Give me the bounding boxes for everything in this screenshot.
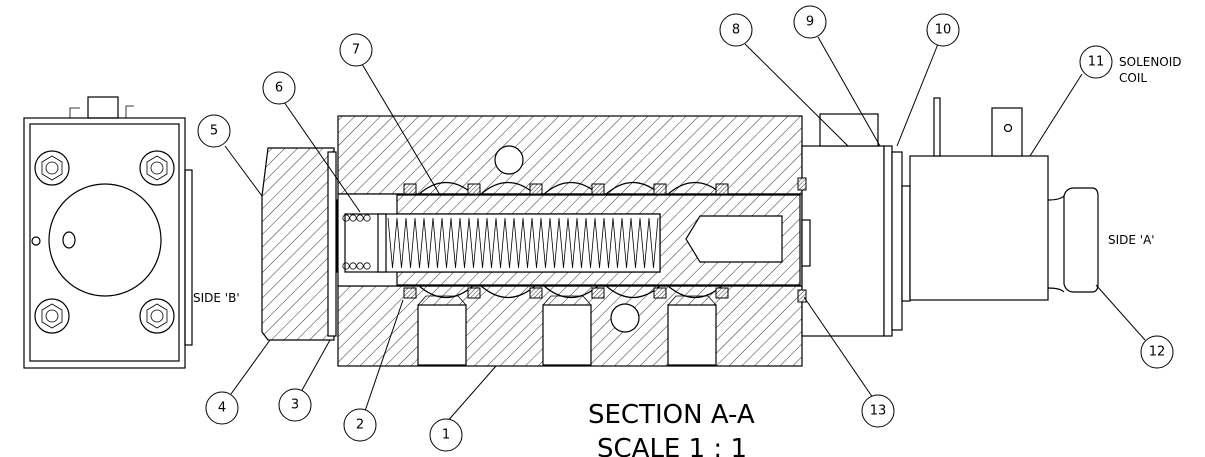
- o-ring: [403, 183, 417, 195]
- spring: [387, 217, 659, 269]
- section-view: [261, 97, 1099, 367]
- balloon-10: 10: [926, 13, 960, 47]
- end-cap-circle: [48, 183, 162, 297]
- adapter-block: [801, 145, 885, 337]
- side-b-label: SIDE 'B': [193, 291, 240, 305]
- section-scale: SCALE 1 : 1: [597, 434, 747, 457]
- solenoid-label-line2: COIL: [1119, 71, 1147, 85]
- o-ring: [715, 183, 729, 195]
- o-ring: [467, 287, 481, 299]
- side-a-label: SIDE 'A': [1108, 233, 1155, 247]
- solenoid-coil: [901, 97, 1065, 302]
- balloon-2: 2: [343, 408, 377, 442]
- balloon-5: 5: [197, 114, 231, 148]
- screw-bottom-right: [139, 298, 175, 334]
- o-ring: [529, 287, 543, 299]
- svg-text:11: 11: [1088, 55, 1105, 70]
- balloon-1: 1: [429, 418, 463, 452]
- svg-text:1: 1: [442, 428, 450, 443]
- balloon-4: 4: [205, 391, 239, 425]
- svg-text:2: 2: [356, 418, 364, 433]
- svg-text:8: 8: [732, 23, 740, 38]
- screw-top-left: [34, 150, 70, 186]
- svg-text:13: 13: [870, 404, 887, 419]
- screw-bottom-left: [34, 298, 70, 334]
- section-title: SECTION A-A: [588, 400, 755, 430]
- o-ring: [653, 183, 667, 195]
- svg-text:6: 6: [275, 81, 283, 96]
- o-rings: [403, 183, 729, 299]
- svg-text:9: 9: [806, 15, 814, 30]
- balloon-13: 13: [861, 394, 895, 428]
- balloon-6: 6: [262, 71, 296, 105]
- o-ring: [403, 287, 417, 299]
- balloon-7: 7: [339, 33, 373, 67]
- screw-top-right: [139, 150, 175, 186]
- balloon-12: 12: [1140, 335, 1174, 369]
- balloon-3: 3: [278, 388, 312, 422]
- solenoid-label-line1: SOLENOID: [1119, 55, 1182, 69]
- svg-text:12: 12: [1149, 345, 1166, 360]
- o-ring: [653, 287, 667, 299]
- balloons: 1 2 3 4 5 6 7 8 9 10 11 12 13: [197, 5, 1174, 452]
- balloon-8: 8: [719, 13, 753, 47]
- svg-text:10: 10: [935, 23, 952, 38]
- o-ring: [715, 287, 729, 299]
- leaders: [224, 36, 1146, 424]
- svg-text:7: 7: [352, 43, 360, 58]
- svg-text:3: 3: [291, 398, 299, 413]
- balloon-11: 11: [1079, 45, 1113, 79]
- svg-text:5: 5: [210, 124, 218, 139]
- svg-text:4: 4: [218, 401, 226, 416]
- o-ring: [591, 183, 605, 195]
- balloon-9: 9: [793, 5, 827, 39]
- side-view: [23, 96, 193, 369]
- knurled-nut: [1063, 187, 1099, 293]
- o-ring: [591, 287, 605, 299]
- o-ring: [529, 183, 543, 195]
- end-cap-section: [261, 147, 338, 341]
- o-ring: [467, 183, 481, 195]
